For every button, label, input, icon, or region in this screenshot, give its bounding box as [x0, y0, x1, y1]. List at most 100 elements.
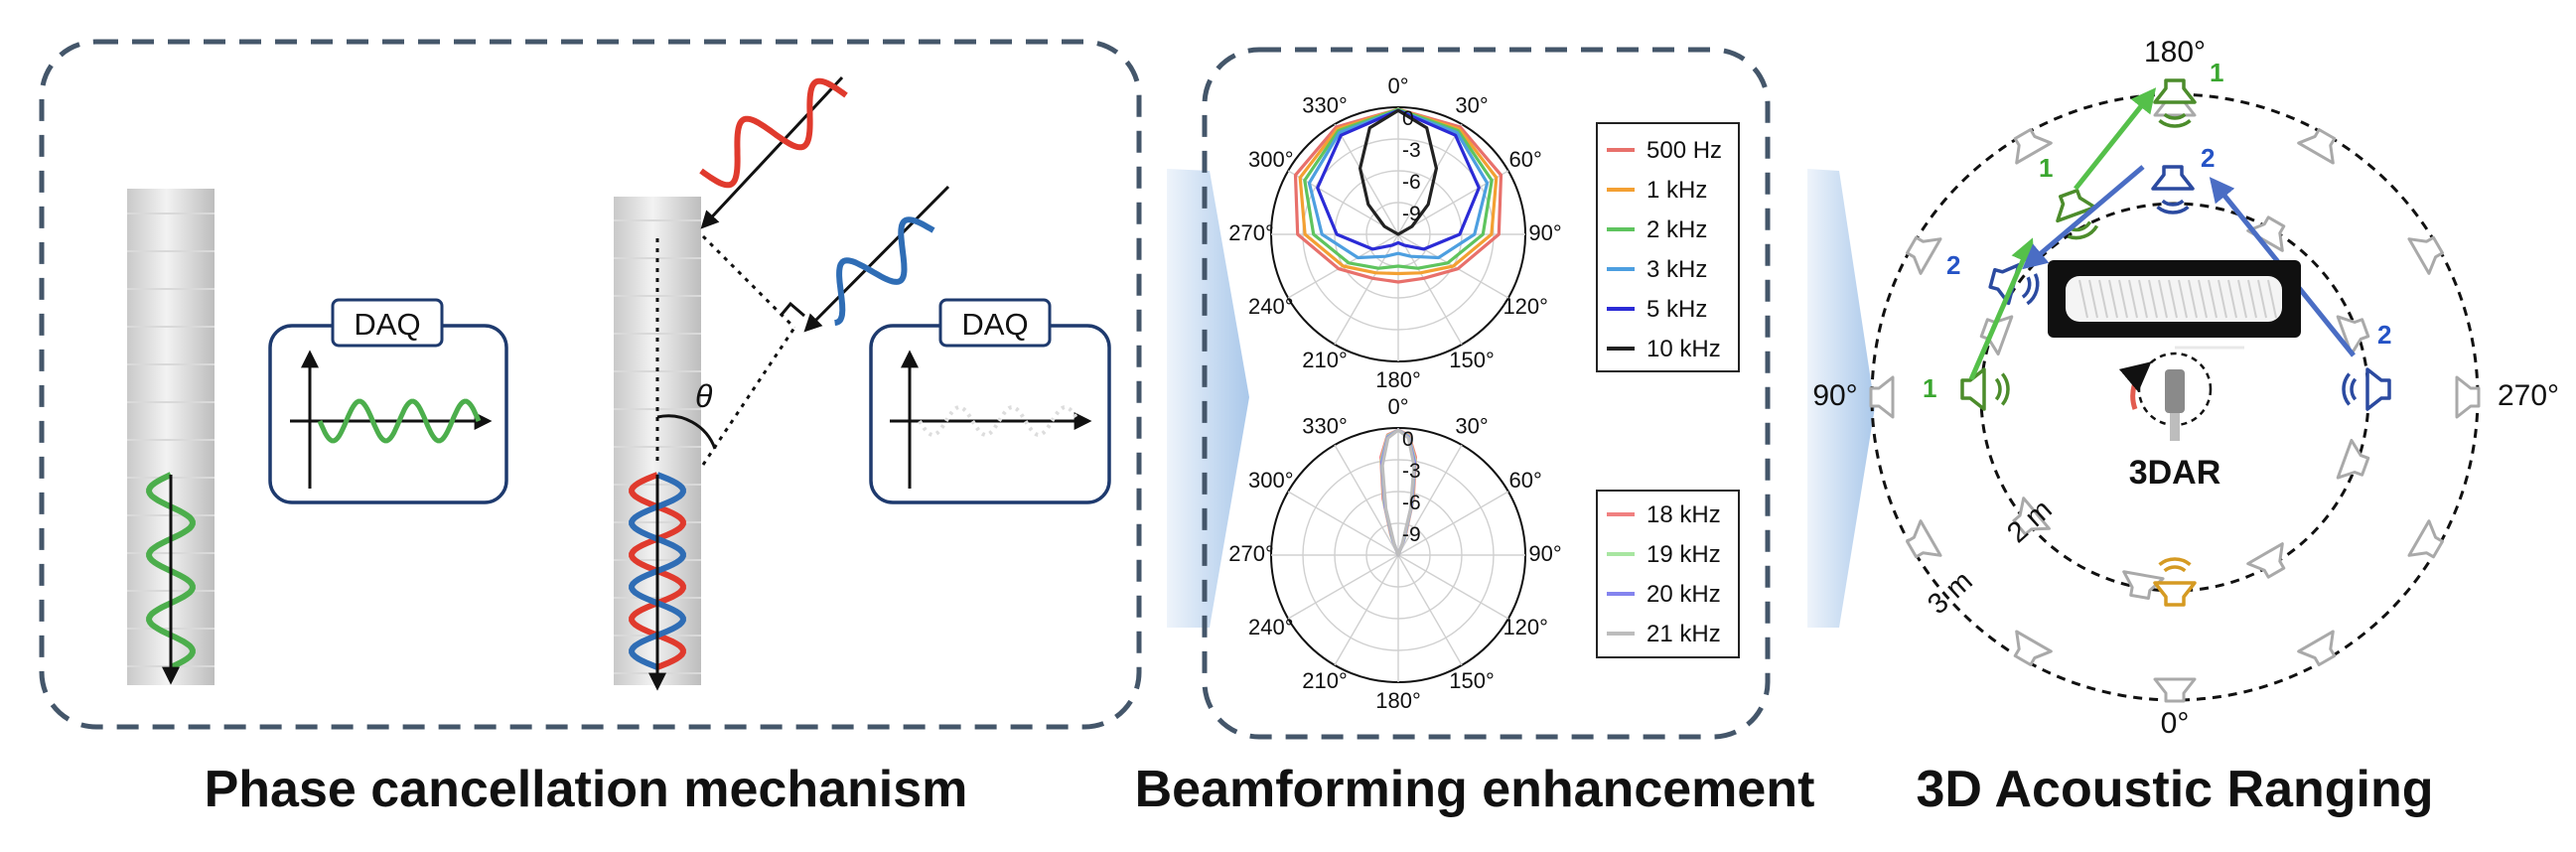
speaker-icon: [2336, 438, 2370, 480]
polar-angle-label: 240°: [1248, 294, 1294, 319]
device-label: 3DAR: [2129, 454, 2221, 492]
speaker-icon: [2336, 315, 2370, 356]
polar-angle-label: 30°: [1455, 93, 1488, 118]
polar-angle-label: 0°: [1387, 73, 1408, 98]
source-number: 1: [2039, 153, 2053, 183]
polar-angle-label: 210°: [1302, 668, 1348, 693]
phase-panel-border: [39, 39, 1142, 730]
polar-angle-label: 30°: [1455, 414, 1488, 439]
speaker-icon: [1960, 367, 2010, 411]
polar-series-line: [1359, 108, 1438, 236]
polar-angle-label: 150°: [1449, 668, 1495, 693]
speaker-icon: [1988, 263, 2040, 306]
speaker-icon: [2455, 375, 2481, 419]
speaker-icon: [2246, 215, 2286, 252]
polar-angle-label: 270°: [1228, 541, 1274, 566]
legend-top: 500 Hz 1 kHz 2 kHz 3 kHz 5 kHz 10 kHz: [1596, 122, 1740, 372]
daq-label-left: DAQ: [354, 307, 420, 342]
legend-entry: 1 kHz: [1646, 177, 1707, 204]
outer-speaker-ring: [1869, 91, 2481, 703]
speaker-icon: [1905, 235, 1942, 275]
right-tube-canceling-waves: [629, 472, 686, 691]
angle-270-label: 270°: [2498, 379, 2559, 412]
speaker-icon: [1905, 519, 1942, 559]
legend-entry: 20 kHz: [1646, 581, 1721, 608]
legend-entry: 3 kHz: [1646, 256, 1707, 283]
polar-angle-label: 240°: [1248, 615, 1294, 639]
polar-radial-label: -3: [1402, 139, 1421, 162]
polar-angle-label: 330°: [1302, 93, 1348, 118]
flow-arrow-2: [1807, 169, 1875, 628]
polar-series-line: [1316, 108, 1481, 251]
polar-radial-label: -9: [1402, 203, 1421, 225]
device-photo: [2048, 260, 2301, 350]
angle-180-label: 180°: [2144, 36, 2206, 69]
speaker-icon: [2246, 542, 2286, 579]
polar-series-line: [1380, 428, 1416, 557]
speaker-icon: [2013, 127, 2053, 165]
polar-angle-label: 180°: [1375, 688, 1421, 713]
polar-angle-label: 270°: [1228, 220, 1274, 245]
speaker-icon: [1869, 375, 1895, 419]
polar-angle-label: 60°: [1509, 468, 1542, 493]
source-number: 2: [1946, 250, 1960, 280]
legend-entry: 19 kHz: [1646, 541, 1721, 568]
polar-radial-label: 0: [1402, 428, 1414, 451]
beam-caption: Beamforming enhancement: [1135, 761, 1815, 818]
speaker-icon: [2122, 570, 2165, 600]
polar-angle-label: 60°: [1509, 147, 1542, 172]
source-number: 2: [2201, 143, 2215, 173]
polar-radial-label: 0: [1402, 107, 1414, 130]
legend-entry: 2 kHz: [1646, 216, 1707, 243]
polar-angle-label: 300°: [1248, 468, 1294, 493]
polar-angle-label: 180°: [1375, 367, 1421, 392]
legend-entry: 21 kHz: [1646, 621, 1721, 647]
phase-caption: Phase cancellation mechanism: [205, 761, 968, 818]
polar-radial-label: -9: [1402, 523, 1421, 546]
polar-angle-label: 330°: [1302, 414, 1348, 439]
path-difference-construction: [656, 234, 805, 466]
green-trajectory: [1968, 87, 2157, 380]
speaker-icon: [2297, 630, 2337, 667]
legend-entry: 500 Hz: [1646, 137, 1722, 164]
polar-angle-label: 90°: [1528, 220, 1561, 245]
polar-chart-top: 0°30°60°90°120°150°180°210°240°270°300°3…: [1228, 73, 1561, 392]
speaker-icon: [2297, 127, 2337, 165]
daq-box-left: DAQ: [268, 298, 508, 504]
polar-angle-label: 120°: [1503, 294, 1548, 319]
polar-radial-label: -6: [1402, 171, 1421, 194]
polar-series-line: [1303, 107, 1494, 270]
ring-3m-label: 3 m: [1922, 565, 1978, 621]
beam-panel-border: [1202, 47, 1771, 740]
speaker-icon: [2153, 557, 2197, 607]
speaker-icon: [2407, 235, 2445, 275]
left-tube-green-wave: [146, 472, 196, 685]
flow-arrow-1: [1167, 169, 1249, 628]
polar-series-line: [1293, 107, 1503, 284]
source-number: 1: [1923, 373, 1936, 403]
polar-series-line: [1307, 108, 1490, 260]
incident-blue-wave: [803, 185, 950, 333]
speaker-icon: [2013, 630, 2053, 667]
legend-entry: 10 kHz: [1646, 336, 1721, 362]
polar-angle-label: 300°: [1248, 147, 1294, 172]
ranging-diagram: 3DAR 180° 270° 90° 0° 2 m 3 m 1 1 1 2 2 …: [1812, 36, 2559, 740]
incident-red-wave: [699, 75, 848, 229]
theta-label: θ: [695, 378, 713, 414]
daq-box-right: DAQ: [869, 298, 1111, 504]
polar-radial-label: -3: [1402, 460, 1421, 483]
speaker-icon: [2153, 78, 2197, 128]
speaker-icon: [2153, 677, 2197, 703]
angle-90-label: 90°: [1812, 379, 1857, 412]
polar-angle-label: 90°: [1528, 541, 1561, 566]
daq-label-right: DAQ: [961, 307, 1028, 342]
angle-0-label: 0°: [2161, 707, 2190, 740]
legend-entry: 5 kHz: [1646, 296, 1707, 323]
polar-chart-bottom: 0°30°60°90°120°150°180°210°240°270°300°3…: [1228, 394, 1561, 713]
speaker-icon: [2407, 519, 2445, 559]
speaker-icon: [2151, 165, 2195, 214]
polar-series-line: [1298, 107, 1499, 276]
microphone-array-icon: [2118, 352, 2213, 441]
